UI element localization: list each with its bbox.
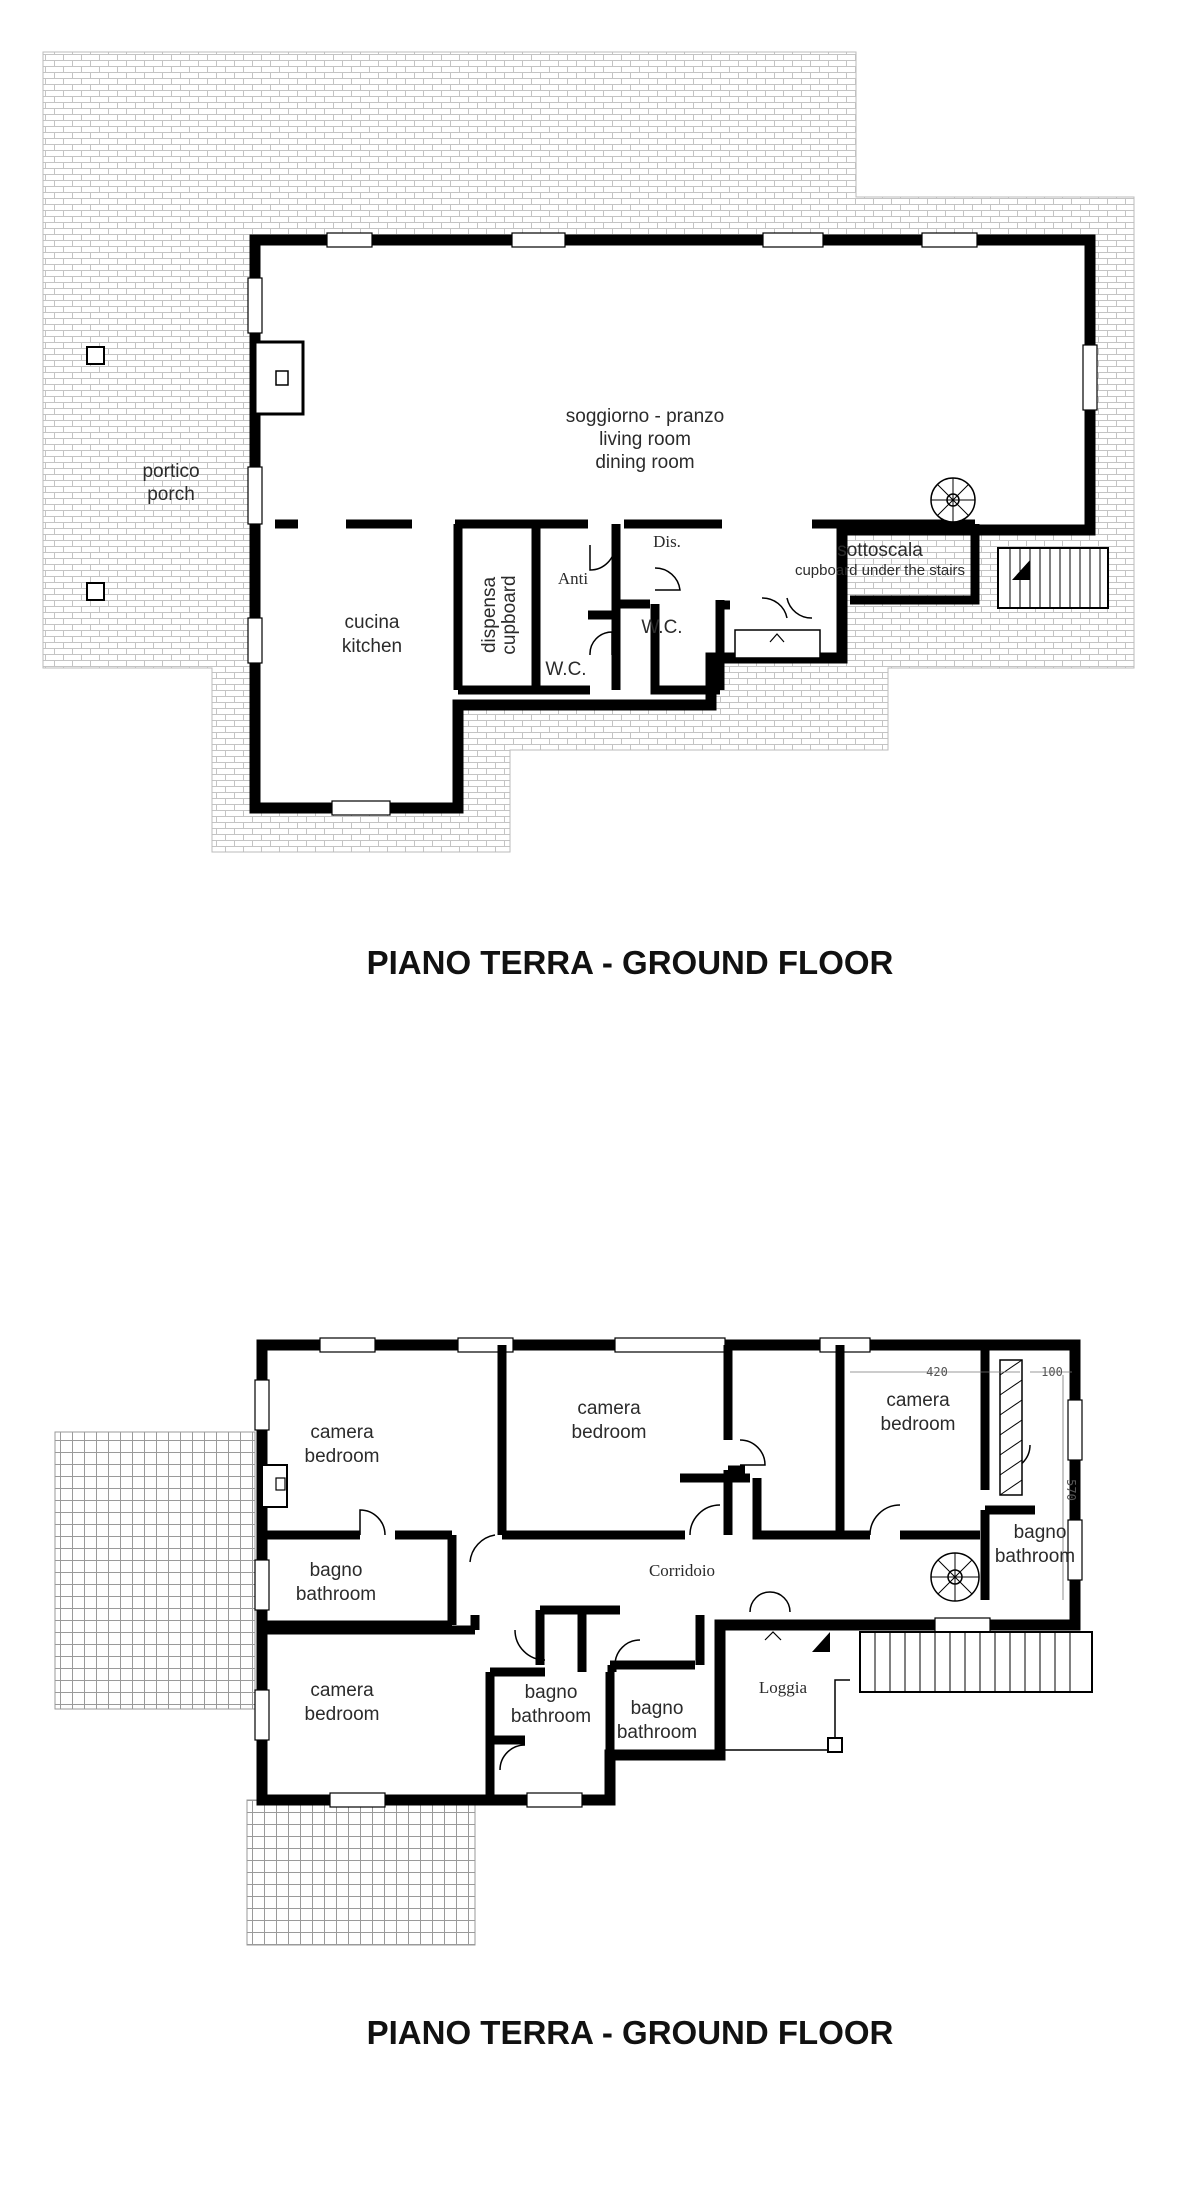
exterior-staircase <box>812 1631 1093 1693</box>
plan-title-2: PIANO TERRA - GROUND FLOOR <box>367 2014 894 2051</box>
terrace-tiles-left <box>54 1431 256 1710</box>
spiral-staircase <box>930 1552 980 1602</box>
interior-walls <box>262 1345 1035 1800</box>
label-bath4-it: bagno <box>631 1698 684 1719</box>
spiral-staircase <box>930 477 976 523</box>
dim-420: 420 <box>926 1365 948 1379</box>
label-bed1-en: bedroom <box>305 1446 380 1467</box>
label-corridor: Corridoio <box>649 1561 715 1580</box>
interior-walls <box>275 519 980 695</box>
label-bath3-it: bagno <box>525 1682 578 1703</box>
label-pantry-en: cupboard <box>499 575 520 654</box>
label-bed3-en: bedroom <box>881 1414 956 1435</box>
ground-floor-plan-1: portico porch soggiorno - pranzo living … <box>42 51 1135 981</box>
label-living-en1: living room <box>599 429 691 450</box>
dimension-lines <box>850 1371 1072 1600</box>
label-bath2-en: bathroom <box>995 1546 1075 1567</box>
label-understairs-en: cupboard under the stairs <box>795 562 965 579</box>
label-bath3-en: bathroom <box>511 1706 591 1727</box>
label-kitchen-it: cucina <box>345 612 400 633</box>
label-bath1-en: bathroom <box>296 1584 376 1605</box>
wardrobe-hatch <box>999 1359 1023 1496</box>
label-bed2-en: bedroom <box>572 1422 647 1443</box>
label-loggia: Loggia <box>759 1678 808 1697</box>
label-bed2-it: camera <box>577 1398 641 1419</box>
fireplace-hearth <box>275 1477 286 1491</box>
entrance-step <box>734 629 821 659</box>
porch-post <box>86 346 105 365</box>
label-living-it: soggiorno - pranzo <box>566 406 724 427</box>
loggia-post <box>827 1737 843 1753</box>
label-anti: Anti <box>558 569 589 588</box>
door-swings <box>589 544 813 656</box>
entrance-arrow <box>769 633 785 643</box>
label-bath4-en: bathroom <box>617 1722 697 1743</box>
label-pantry-it: dispensa <box>479 577 500 653</box>
exterior-staircase <box>997 547 1109 609</box>
porch-post <box>86 582 105 601</box>
label-bed4-en: bedroom <box>305 1704 380 1725</box>
plan-title-1: PIANO TERRA - GROUND FLOOR <box>367 944 894 981</box>
label-wc2: W.C. <box>641 617 682 638</box>
label-dis: Dis. <box>653 532 681 551</box>
dim-100: 100 <box>1041 1365 1063 1379</box>
windows <box>247 232 1098 816</box>
terrace-tiles-bottom <box>246 1799 476 1946</box>
label-porch-it: portico <box>142 461 199 482</box>
label-wc1: W.C. <box>545 659 586 680</box>
dim-570: 570 <box>1064 1479 1078 1501</box>
label-bed1-it: camera <box>310 1422 374 1443</box>
entrance-arrow <box>764 1631 782 1641</box>
label-bath1-it: bagno <box>310 1560 363 1581</box>
windows <box>254 1337 1083 1808</box>
label-bed4-it: camera <box>310 1680 374 1701</box>
fireplace-hearth <box>275 370 289 386</box>
ground-floor-plan-2: 420 100 570 camera bedroom camera bedroo… <box>54 1337 1093 2051</box>
label-kitchen-en: kitchen <box>342 636 402 657</box>
label-porch-en: porch <box>147 484 195 505</box>
label-understairs-it: sottoscala <box>837 540 923 561</box>
label-bath2-it: bagno <box>1014 1522 1067 1543</box>
label-bed3-it: camera <box>886 1390 950 1411</box>
label-living-en2: dining room <box>595 452 694 473</box>
